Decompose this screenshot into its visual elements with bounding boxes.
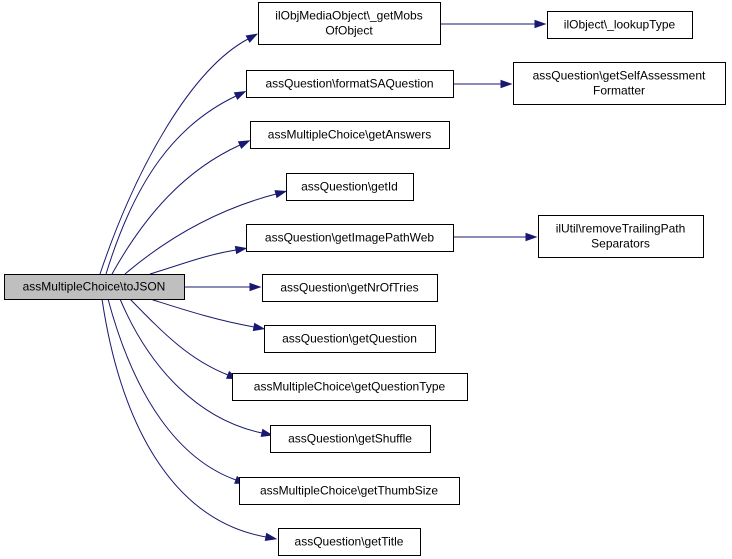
edge-line — [105, 95, 237, 275]
node-label: assMultipleChoice\getAnswers — [268, 128, 431, 142]
node-box[interactable] — [246, 70, 454, 98]
arrowhead-icon — [233, 91, 247, 101]
arrowhead-icon — [249, 282, 262, 292]
node-label: assQuestion\getId — [301, 180, 398, 194]
node-label: assQuestion\getImagePathWeb — [265, 231, 435, 245]
edge-line — [99, 38, 249, 275]
node-label: assQuestion\getShuffle — [288, 432, 412, 446]
node-box[interactable] — [547, 11, 693, 39]
node-label: assQuestion\getNrOfTries — [280, 281, 418, 295]
arrowhead-icon — [274, 190, 288, 199]
edge-line — [124, 193, 277, 275]
edge-line — [119, 298, 263, 434]
node-getAnswers[interactable]: assMultipleChoice\getAnswers — [250, 121, 450, 149]
edge-line — [129, 298, 229, 376]
edge-root-to-getThumbSize — [107, 298, 247, 484]
edge-line — [149, 298, 255, 328]
node-box[interactable] — [264, 325, 436, 353]
node-box[interactable] — [239, 477, 460, 505]
edge-root-to-formatSAQuestion — [105, 91, 247, 275]
edge-line — [111, 144, 241, 275]
edge-root-to-getImagePathWeb — [149, 245, 248, 275]
node-getTitle[interactable]: assQuestion\getTitle — [278, 528, 421, 556]
node-getImagePathWeb[interactable]: assQuestion\getImagePathWeb — [246, 224, 454, 252]
arrowhead-icon — [264, 532, 278, 542]
node-box[interactable] — [513, 62, 726, 105]
edge-root-to-getId — [124, 190, 288, 275]
arrowhead-icon — [525, 232, 538, 242]
node-box[interactable] — [4, 274, 185, 300]
node-box[interactable] — [286, 173, 414, 201]
node-getQuestion[interactable]: assQuestion\getQuestion — [264, 325, 436, 353]
edge-root-to-getQuestion — [149, 298, 266, 332]
edge-root-to-getShuffle — [119, 298, 274, 438]
edge-root-to-getNrOfTries — [184, 282, 262, 292]
node-getShuffle[interactable]: assQuestion\getShuffle — [270, 425, 431, 453]
node-box[interactable] — [270, 425, 431, 453]
node-label: assMultipleChoice\toJSON — [23, 280, 166, 294]
edge-line — [101, 298, 267, 538]
arrowhead-icon — [252, 322, 266, 332]
node-label: ilObjMediaObject\_getMobs — [275, 9, 422, 23]
node-label: assQuestion\getQuestion — [282, 332, 417, 346]
node-label: assQuestion\getSelfAssessment — [533, 69, 706, 83]
node-box[interactable] — [232, 373, 468, 401]
node-label: assQuestion\getTitle — [295, 535, 404, 549]
edge-root-to-getQuestionType — [129, 298, 239, 380]
nodes-layer: assMultipleChoice\toJSON ilObjMediaObject… — [4, 2, 726, 556]
edges-layer — [99, 19, 547, 542]
node-getNrOfTries[interactable]: assQuestion\getNrOfTries — [262, 274, 438, 302]
node-label: Separators — [591, 237, 650, 251]
arrowhead-icon — [237, 140, 251, 150]
node-lookupType[interactable]: ilObject\_lookupType — [547, 11, 693, 39]
node-label: assMultipleChoice\getThumbSize — [260, 484, 438, 498]
node-formatSAQuestion[interactable]: assQuestion\formatSAQuestion — [246, 70, 454, 98]
node-box[interactable] — [538, 215, 704, 258]
node-box[interactable] — [262, 274, 438, 302]
edge-root-to-getAnswers — [111, 140, 251, 275]
node-label: OfObject — [325, 24, 373, 38]
node-label: assQuestion\formatSAQuestion — [265, 77, 433, 91]
node-label: ilUtil\removeTrailingPath — [556, 222, 686, 236]
node-box[interactable] — [246, 224, 454, 252]
node-getThumbSize[interactable]: assMultipleChoice\getThumbSize — [239, 477, 460, 505]
arrowhead-icon — [245, 33, 259, 43]
node-box[interactable] — [258, 2, 441, 45]
edge-root-to-getTitle — [101, 298, 278, 542]
node-label: Formatter — [593, 84, 645, 98]
node-label: assMultipleChoice\getQuestionType — [254, 380, 446, 394]
node-root[interactable]: assMultipleChoice\toJSON — [4, 274, 185, 300]
edge-line — [149, 249, 237, 275]
node-getId[interactable]: assQuestion\getId — [286, 173, 414, 201]
node-getQuestionType[interactable]: assMultipleChoice\getQuestionType — [232, 373, 468, 401]
edge-root-to-getMobsOfObject — [99, 33, 259, 275]
edge-line — [107, 298, 237, 481]
edge-formatSAQuestion-to-getSelfAssessmentFormatter — [453, 79, 513, 89]
arrowhead-icon — [234, 245, 248, 255]
edge-getImagePathWeb-to-removeTrailingPathSeparators — [453, 232, 538, 242]
edge-getMobsOfObject-to-lookupType — [440, 19, 547, 29]
arrowhead-icon — [260, 428, 274, 438]
node-label: ilObject\_lookupType — [564, 18, 676, 32]
node-box[interactable] — [250, 121, 450, 149]
arrowhead-icon — [534, 19, 547, 29]
node-box[interactable] — [278, 528, 421, 556]
arrowhead-icon — [500, 79, 513, 89]
